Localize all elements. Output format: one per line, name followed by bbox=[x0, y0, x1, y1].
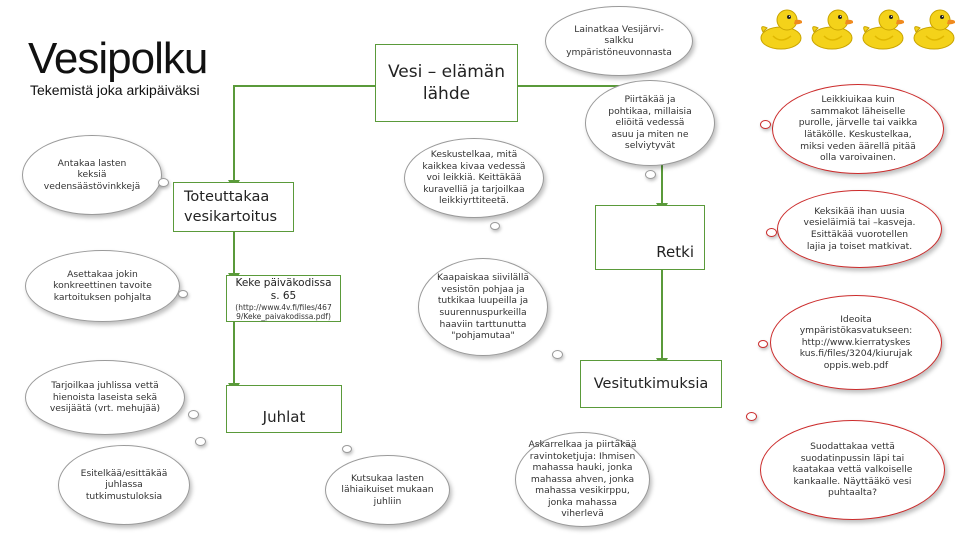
cloud-piirtakaa: Piirtäkää ja pohtikaa, millaisia eliöitä… bbox=[585, 80, 715, 166]
box-keke-link: (http://www.4v.fi/files/467 9/Keke_paiva… bbox=[235, 302, 332, 321]
cloud-tail bbox=[342, 445, 352, 453]
box-keke-paivakodissa: Keke päiväkodissa s. 65 (http://www.4v.f… bbox=[226, 275, 341, 322]
cloud-askarrelkaa: Askarrelkaa ja piirtäkää ravintoketjuja:… bbox=[515, 432, 650, 527]
cloud-esitelkaa: Esitelkää/esittäkää juhlassa tutkimustul… bbox=[58, 445, 190, 525]
rubber-duck-icon bbox=[913, 9, 956, 50]
page-subtitle: Tekemistä joka arkipäiväksi bbox=[30, 82, 200, 98]
cloud-tarjoilkaa: Tarjoilkaa juhlissa vettä hienoista lase… bbox=[25, 360, 185, 435]
box-keke-main: Keke päiväkodissa s. 65 bbox=[235, 276, 332, 302]
cloud-suodattakaa: Suodattakaa vettä suodatinpussin läpi ta… bbox=[760, 420, 945, 520]
cloud-tail bbox=[195, 437, 206, 446]
cloud-tail bbox=[178, 290, 188, 298]
cloud-tail bbox=[490, 222, 500, 230]
box-vesitutkimuksia-label: Vesitutkimuksia bbox=[593, 376, 709, 392]
box-toteuttakaa-label: Toteuttakaa vesikartoitus bbox=[184, 189, 278, 225]
cloud-asettakaa: Asettakaa jokin konkreettinen tavoite ka… bbox=[25, 250, 180, 322]
cloud-tail bbox=[766, 228, 777, 237]
cloud-leikkiuikaa: Leikkiuikaa kuin sammakot läheiselle pur… bbox=[772, 84, 944, 174]
cloud-tail bbox=[760, 120, 771, 129]
connector-vesi-toteuttakaa bbox=[233, 85, 375, 182]
rubber-duck-icon bbox=[811, 9, 854, 50]
box-vesi-elaman-lahde: Vesi – elämän lähde bbox=[375, 44, 518, 122]
rubber-duck-icon bbox=[862, 9, 905, 50]
box-vesitutkimuksia: Vesitutkimuksia bbox=[580, 360, 722, 408]
box-juhlat: Juhlat bbox=[226, 385, 342, 433]
rubber-duck-icon bbox=[760, 9, 803, 50]
cloud-keskustelkaa: Keskustelkaa, mitä kaikkea kivaa vedessä… bbox=[404, 138, 544, 218]
cloud-kutsukaa: Kutsukaa lasten lähiaikuiset mukaan juhl… bbox=[325, 455, 450, 525]
cloud-kaapaiskaa: Kaapaiskaa siivilällä vesistön pohjaa ja… bbox=[418, 258, 548, 356]
cloud-tail bbox=[158, 178, 169, 187]
cloud-tail bbox=[552, 350, 563, 359]
cloud-tail bbox=[746, 412, 757, 421]
box-vesi-label: Vesi – elämän lähde bbox=[387, 62, 505, 104]
box-retki: Retki bbox=[595, 205, 705, 270]
box-retki-label: Retki bbox=[656, 243, 694, 261]
box-juhlat-label: Juhlat bbox=[262, 408, 306, 426]
cloud-ideoita: Ideoita ympäristökasvatukseen: http://ww… bbox=[770, 295, 942, 390]
cloud-keksikaa: Keksikää ihan uusia vesieläimiä tai –kas… bbox=[777, 190, 942, 268]
box-toteuttakaa-vesikartoitus: Toteuttakaa vesikartoitus bbox=[173, 182, 294, 232]
page-title: Vesipolku bbox=[28, 34, 208, 83]
cloud-tail bbox=[188, 410, 199, 419]
cloud-antakaa: Antakaa lasten keksiä vedensäästövinkkej… bbox=[22, 135, 162, 215]
cloud-tail bbox=[645, 170, 656, 179]
cloud-tail bbox=[758, 340, 768, 348]
cloud-lainatkaa: Lainatkaa Vesijärvi- salkku ympäristöneu… bbox=[545, 6, 693, 76]
